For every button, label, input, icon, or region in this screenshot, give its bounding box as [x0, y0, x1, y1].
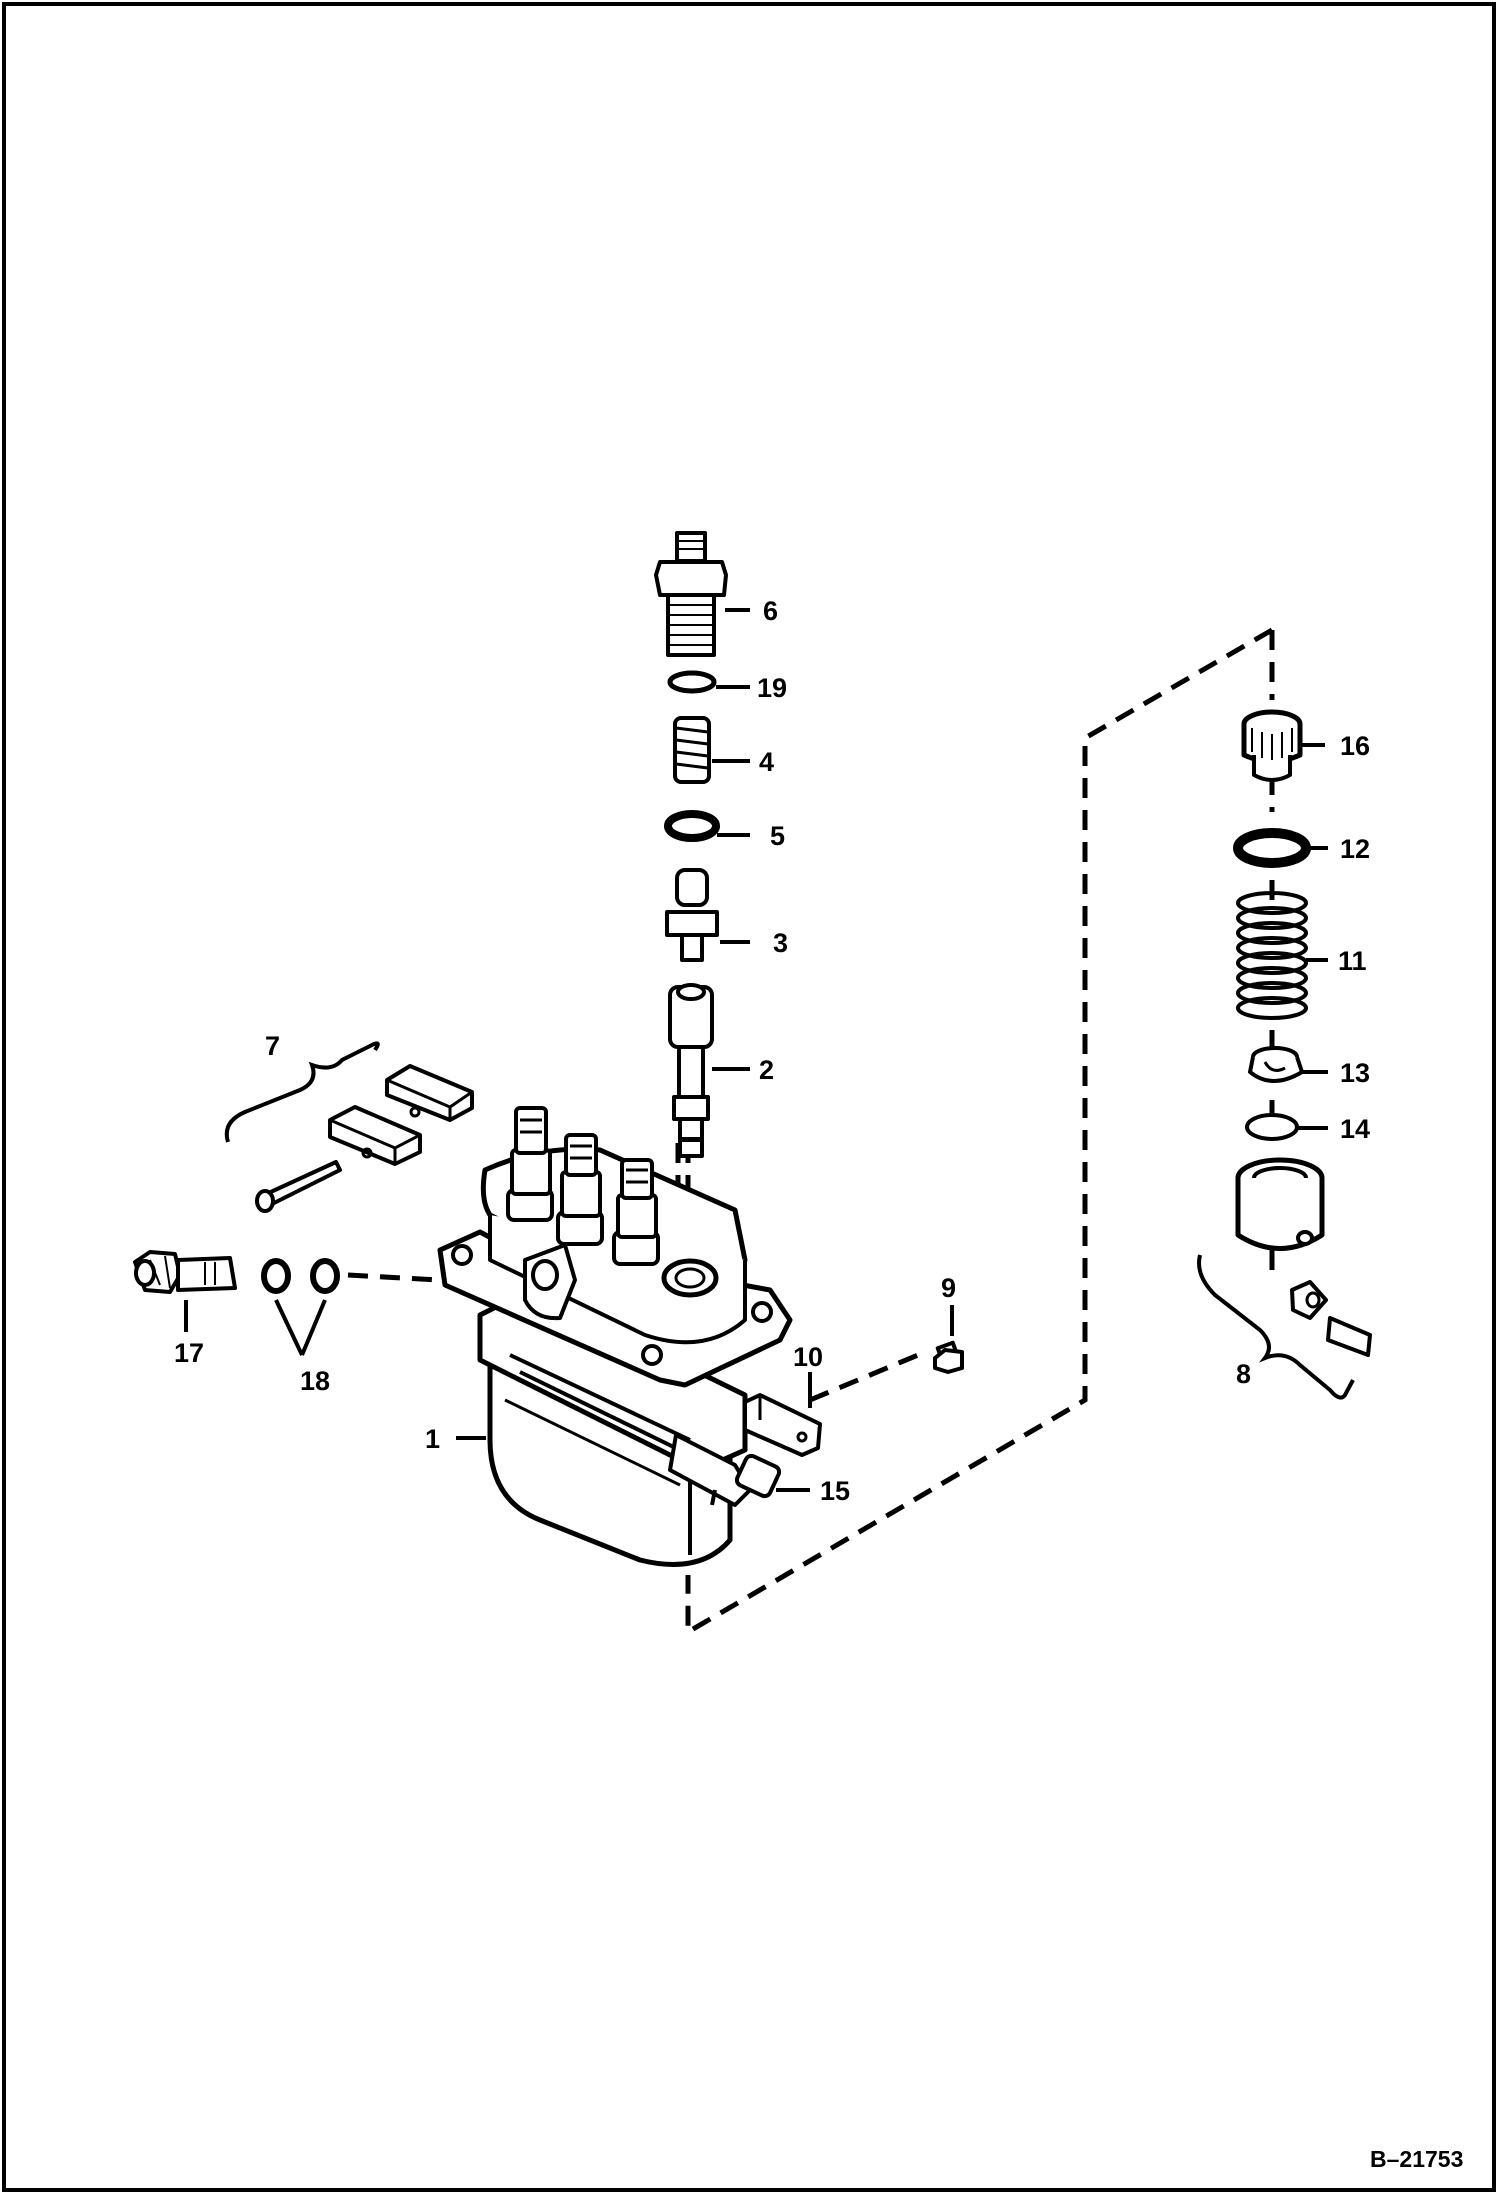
- callout-5: 5: [770, 821, 785, 851]
- drawing-reference-number: B–21753: [1370, 2146, 1463, 2172]
- callout-6: 6: [763, 596, 778, 626]
- parts-group-7: [224, 1041, 474, 1213]
- callout-14: 14: [1340, 1114, 1370, 1144]
- callout-16: 16: [1340, 731, 1370, 761]
- callout-10: 10: [793, 1342, 823, 1372]
- callout-3: 3: [773, 928, 788, 958]
- callout-1: 1: [425, 1424, 440, 1454]
- callout-7: 7: [265, 1031, 280, 1061]
- governor-stack: [1197, 709, 1372, 1400]
- callout-9: 9: [941, 1273, 956, 1303]
- delivery-valve-stack: [654, 531, 728, 1158]
- callout-8: 8: [1236, 1359, 1251, 1389]
- callout-11: 11: [1338, 946, 1367, 976]
- injection-pump-housing: [437, 1106, 793, 1567]
- callout-13: 13: [1340, 1058, 1370, 1088]
- callout-2: 2: [759, 1055, 774, 1085]
- callout-17: 17: [174, 1338, 204, 1368]
- callout-18: 18: [300, 1366, 330, 1396]
- banjo-bolt-and-washers: [133, 1250, 340, 1356]
- callout-19: 19: [757, 673, 787, 703]
- assembly-dashed-lines: [347, 627, 1275, 1637]
- callout-15: 15: [820, 1476, 850, 1506]
- callout-12: 12: [1340, 834, 1370, 864]
- callout-4: 4: [759, 747, 774, 777]
- bracket-and-screw: [743, 1305, 964, 1457]
- leader-lines: [456, 608, 1328, 1492]
- delivery-fittings: [506, 1106, 660, 1266]
- callout-labels: 6 19 4 5 3 2 16 12 11 13 14 8 7 9 10 15 …: [174, 596, 1370, 1506]
